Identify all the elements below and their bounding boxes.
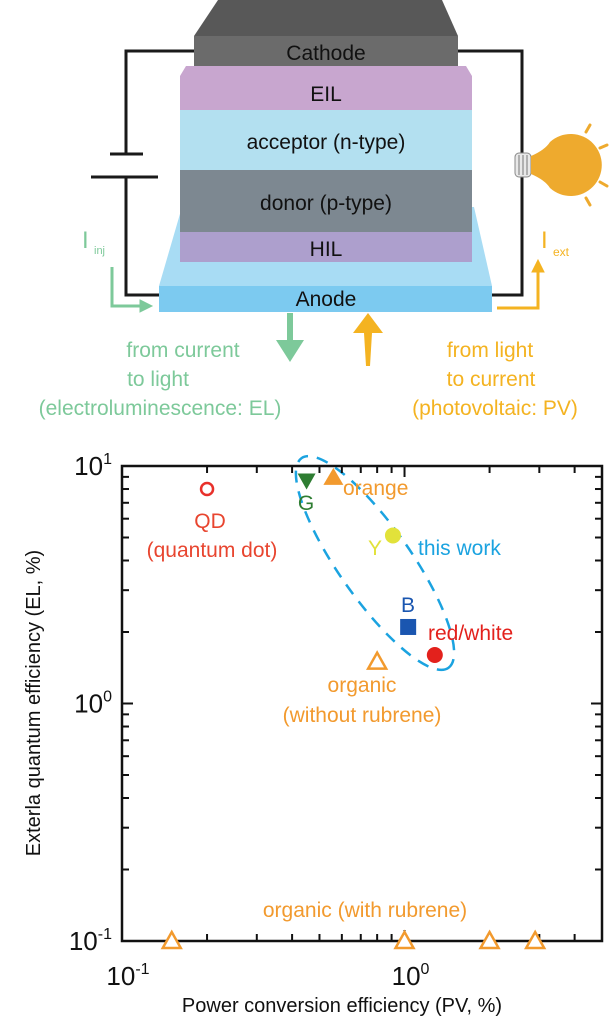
annotation-org-w: organic (with rubrene) [263,899,467,922]
i-inj-subscript: inj [94,245,105,257]
cathode-label: Cathode [286,42,365,65]
scatter-chart: 10-1 100 10-1 100 101 QD (quantum dot) Gorange… [23,451,604,1017]
annotation-redwhite: red/white [428,622,513,645]
pv-caption: from light to current (photovoltaic: PV) [412,339,578,420]
data-point-organic-with-rubrene [160,929,183,950]
eil-layer [180,66,472,110]
absorption-arrow-up-icon [353,313,383,366]
annotation-qd: (quantum dot) [147,539,278,562]
eil-label: EIL [310,83,342,106]
acceptor-layer [180,110,472,170]
pv-caption-line-3: (photovoltaic: PV) [412,397,578,420]
i-ext-subscript: ext [553,245,570,259]
device-diagram: Cathode EIL acceptor (n-type) donor (p-t… [39,0,609,420]
el-caption-line-1: from current [126,339,239,362]
anode-label: Anode [296,288,357,311]
anode-layer [159,286,492,312]
y-tick-label: 10-1 [69,926,112,956]
hil-label: HIL [310,238,343,261]
data-point-organic-with-rubrene [393,929,416,950]
i-inj-label: I [82,227,89,254]
data-point-organic-with-rubrene [524,929,547,950]
x-tick-label: 100 [392,961,430,991]
emission-arrow-down-icon [276,313,304,362]
el-caption-line-3: (electroluminescence: EL) [39,397,282,420]
data-point-organic-with-rubrene [478,929,501,950]
annotation-qd: QD [194,510,226,533]
light-bulb-icon [514,123,609,207]
data-point-orange [323,467,344,485]
pv-caption-line-1: from light [447,339,534,362]
pv-caption-line-2: to current [447,368,536,391]
cathode-top-face [194,0,458,36]
injection-current-arrow-icon [110,267,154,313]
data-point-qd-quantum-dot [199,481,215,497]
el-caption-line-2: to light [127,368,189,391]
data-point-g [297,473,316,490]
x-tick-label: 10-1 [106,961,149,991]
extraction-current-arrow-icon [497,258,545,310]
y-tick-label: 101 [74,451,112,481]
left-wire-top [124,49,194,154]
y-tick-label: 100 [74,689,112,719]
donor-label: donor (p-type) [260,192,392,215]
annotation-g: G [298,492,314,515]
cathode-layer [194,36,458,70]
annotation-thiswork: this work [418,537,501,560]
annotation-org-wo: (without rubrene) [283,704,442,727]
y-axis-label: Exterla quantum efficiency (EL, %) [23,550,45,856]
data-point-b [400,618,417,635]
el-caption: from current to light (electroluminescen… [39,339,282,420]
donor-layer [180,170,472,232]
i-ext-label: I [541,227,548,254]
annotation-org-wo: organic [328,674,397,697]
this-work-highlight-ellipse [294,454,456,672]
data-point-y [384,527,401,544]
data-point-red-white [426,647,443,664]
data-point-organic-without-rubrene [366,650,389,670]
hil-layer [180,232,472,262]
annotation-y: Y [368,537,382,560]
left-wire-bottom [124,177,162,297]
annotation-b: B [401,594,415,617]
acceptor-label: acceptor (n-type) [247,131,406,154]
x-axis-label: Power conversion efficiency (PV, %) [182,995,502,1017]
annotation-orange: orange [343,477,408,500]
